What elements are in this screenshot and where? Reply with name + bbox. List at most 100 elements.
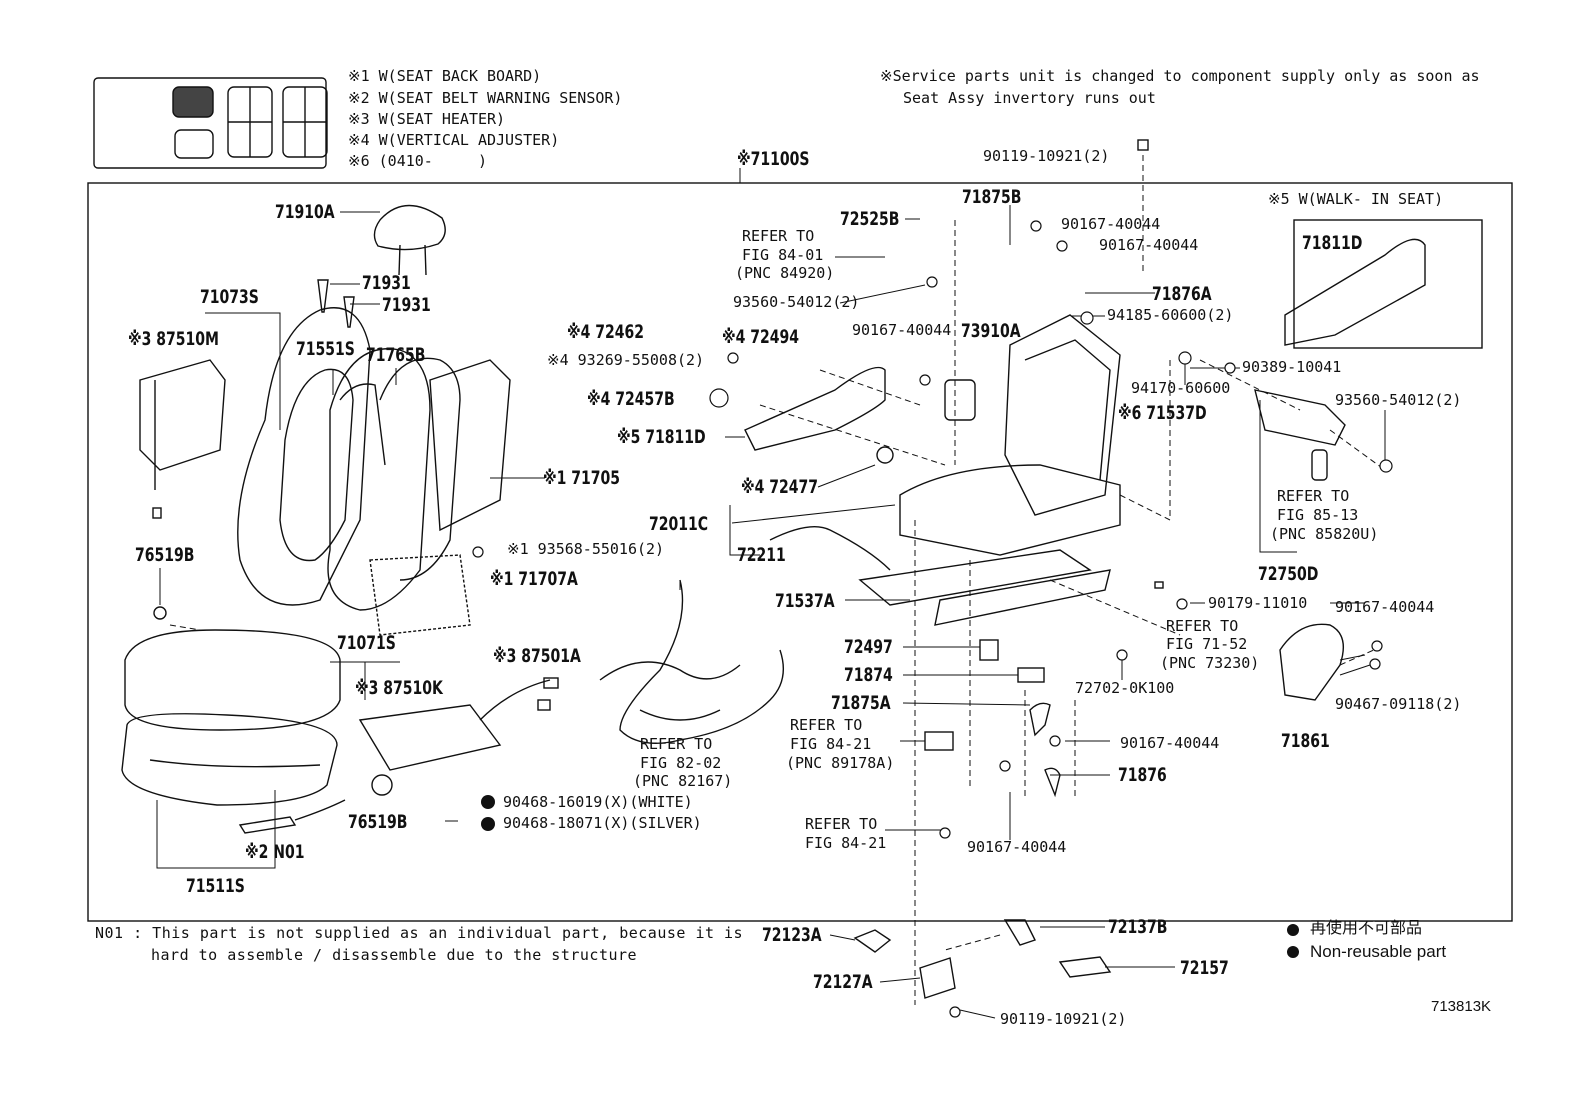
ref-82-02-line3: (PNC 82167) bbox=[633, 772, 733, 790]
part-76519B-b[interactable]: 76519B bbox=[348, 811, 408, 833]
ref-71-52-line1: REFER TO bbox=[1166, 617, 1239, 635]
part-71551S[interactable]: 71551S bbox=[296, 338, 355, 360]
ref-71-52-line2: FIG 71-52 bbox=[1166, 635, 1248, 653]
legend-note-2: ※2 W(SEAT BELT WARNING SENSOR) bbox=[348, 89, 623, 107]
part-71876[interactable]: 71876 bbox=[1118, 764, 1167, 786]
seat-back-drawing bbox=[237, 307, 511, 636]
ref-82-02-line2: FIG 82-02 bbox=[640, 754, 722, 772]
part-72497[interactable]: 72497 bbox=[844, 636, 893, 658]
reuse-legend-en: Non-reusable part bbox=[1310, 942, 1447, 961]
part-71931-a[interactable]: 71931 bbox=[362, 272, 411, 294]
seat-cushion-drawing bbox=[121, 606, 341, 806]
part-73910A[interactable]: 73910A bbox=[961, 320, 1021, 342]
part-71931-b[interactable]: 71931 bbox=[382, 294, 431, 316]
part-90467[interactable]: 90467-09118(2) bbox=[1335, 695, 1462, 713]
part-94185[interactable]: 94185-60600(2) bbox=[1107, 306, 1234, 324]
part-N01[interactable]: ※2 N01 bbox=[245, 841, 305, 863]
part-71707A[interactable]: ※1 71707A bbox=[490, 568, 578, 590]
part-71511S[interactable]: 71511S bbox=[186, 875, 245, 897]
part-71537D[interactable]: ※6 71537D bbox=[1118, 402, 1207, 424]
part-93560-a[interactable]: 93560-54012(2) bbox=[733, 293, 860, 311]
part-93568[interactable]: ※1 93568-55016(2) bbox=[507, 540, 665, 558]
ref-84-01-line1: REFER TO bbox=[742, 227, 815, 245]
ref-84-21b-line2: FIG 84-21 bbox=[805, 834, 887, 852]
part-72477[interactable]: ※4 72477 bbox=[741, 476, 819, 498]
part-87510K[interactable]: ※3 87510K bbox=[355, 677, 443, 699]
part-93269[interactable]: ※4 93269-55008(2) bbox=[547, 351, 705, 369]
part-72494[interactable]: ※4 72494 bbox=[722, 326, 800, 348]
seat-frame-drawing bbox=[769, 314, 1121, 626]
ref-84-01-line2: FIG 84-01 bbox=[742, 246, 824, 264]
footnote-line1: N01 : This part is not supplied as an in… bbox=[95, 924, 744, 942]
ref-84-01-line3: (PNC 84920) bbox=[735, 264, 835, 282]
part-71765B[interactable]: 71765B bbox=[366, 344, 426, 366]
part-72702[interactable]: 72702-0K100 bbox=[1075, 679, 1175, 697]
part-71910A[interactable]: 71910A bbox=[275, 201, 335, 223]
ref-84-21a-line3: (PNC 89178A) bbox=[786, 754, 895, 772]
reuse-legend-jp: 再使用不可部品 bbox=[1310, 920, 1423, 937]
part-71876A[interactable]: 71876A bbox=[1152, 283, 1212, 305]
walk-in-part: 71811D bbox=[1302, 232, 1363, 254]
ref-85-13-line1: REFER TO bbox=[1277, 487, 1350, 505]
part-87510M[interactable]: ※3 87510M bbox=[128, 328, 219, 350]
walk-in-box bbox=[1293, 219, 1483, 349]
part-72211[interactable]: 72211 bbox=[737, 544, 786, 566]
part-72462[interactable]: ※4 72462 bbox=[567, 321, 645, 343]
part-71875A[interactable]: 71875A bbox=[831, 692, 891, 714]
part-71874[interactable]: 71874 bbox=[844, 664, 893, 686]
part-76519B-a[interactable]: 76519B bbox=[135, 544, 195, 566]
part-72457B[interactable]: ※4 72457B bbox=[587, 388, 675, 410]
footnote-line2: hard to assemble / disassemble due to th… bbox=[151, 946, 638, 964]
part-71071S[interactable]: 71071S bbox=[337, 632, 396, 654]
part-72011C[interactable]: 72011C bbox=[649, 513, 709, 535]
part-90468-white[interactable]: 90468-16019(X)(WHITE) bbox=[503, 793, 693, 811]
part-90167-e[interactable]: 90167-40044 bbox=[1120, 734, 1220, 752]
part-72137B[interactable]: 72137B bbox=[1108, 916, 1168, 938]
service-note-line2: Seat Assy invertory runs out bbox=[903, 89, 1156, 107]
part-72525B[interactable]: 72525B bbox=[840, 208, 900, 230]
part-72123A[interactable]: 72123A bbox=[762, 924, 822, 946]
ref-82-02-line1: REFER TO bbox=[640, 735, 713, 753]
wire-harness-drawing bbox=[479, 579, 784, 745]
part-94170[interactable]: 94170-60600 bbox=[1131, 379, 1231, 397]
ref-85-13-line3: (PNC 85820U) bbox=[1270, 525, 1379, 543]
legend-note-1: ※1 W(SEAT BACK BOARD) bbox=[348, 67, 542, 85]
part-90167-c[interactable]: 90167-40044 bbox=[852, 321, 952, 339]
headrest-drawing bbox=[373, 204, 446, 276]
figure-id: 713813K bbox=[1431, 998, 1492, 1015]
back-heater-drawing bbox=[139, 359, 226, 519]
part-90167-a[interactable]: 90167-40044 bbox=[1061, 215, 1161, 233]
part-71875B[interactable]: 71875B bbox=[962, 186, 1022, 208]
ref-84-21a-line2: FIG 84-21 bbox=[790, 735, 872, 753]
part-90167-f[interactable]: 90167-40044 bbox=[967, 838, 1067, 856]
part-72157[interactable]: 72157 bbox=[1180, 957, 1229, 979]
ref-84-21b-line1: REFER TO bbox=[805, 815, 878, 833]
part-90119-b[interactable]: 90119-10921(2) bbox=[1000, 1010, 1127, 1028]
part-71073S[interactable]: 71073S bbox=[200, 286, 259, 308]
part-71537A[interactable]: 71537A bbox=[775, 590, 835, 612]
seat-type-icon bbox=[172, 86, 328, 159]
part-90167-b[interactable]: 90167-40044 bbox=[1099, 236, 1199, 254]
part-71705[interactable]: ※1 71705 bbox=[543, 467, 621, 489]
ref-85-13-line2: FIG 85-13 bbox=[1277, 506, 1359, 524]
part-90468-silver[interactable]: 90468-18071(X)(SILVER) bbox=[503, 814, 702, 832]
part-90179[interactable]: 90179-11010 bbox=[1208, 594, 1308, 612]
assembly-label: ※71100S bbox=[737, 148, 810, 170]
part-90389[interactable]: 90389-10041 bbox=[1242, 358, 1342, 376]
legend-note-3: ※3 W(SEAT HEATER) bbox=[348, 110, 506, 128]
walk-in-title: ※5 W(WALK- IN SEAT) bbox=[1268, 190, 1444, 208]
part-72750D[interactable]: 72750D bbox=[1258, 563, 1319, 585]
part-90167-d[interactable]: 90167-40044 bbox=[1335, 598, 1435, 616]
ref-84-21a-line1: REFER TO bbox=[790, 716, 863, 734]
legend-box bbox=[93, 77, 327, 169]
assembly-frame bbox=[87, 182, 1513, 922]
part-72127A[interactable]: 72127A bbox=[813, 971, 873, 993]
part-71811D-main[interactable]: ※5 71811D bbox=[617, 426, 706, 448]
part-93560-b[interactable]: 93560-54012(2) bbox=[1335, 391, 1462, 409]
bolt-top-label: 90119-10921(2) bbox=[983, 147, 1110, 165]
part-71861[interactable]: 71861 bbox=[1281, 730, 1330, 752]
ref-71-52-line3: (PNC 73230) bbox=[1160, 654, 1260, 672]
legend-note-6: ※6 (0410- ) bbox=[348, 152, 487, 170]
part-87501A[interactable]: ※3 87501A bbox=[493, 645, 581, 667]
